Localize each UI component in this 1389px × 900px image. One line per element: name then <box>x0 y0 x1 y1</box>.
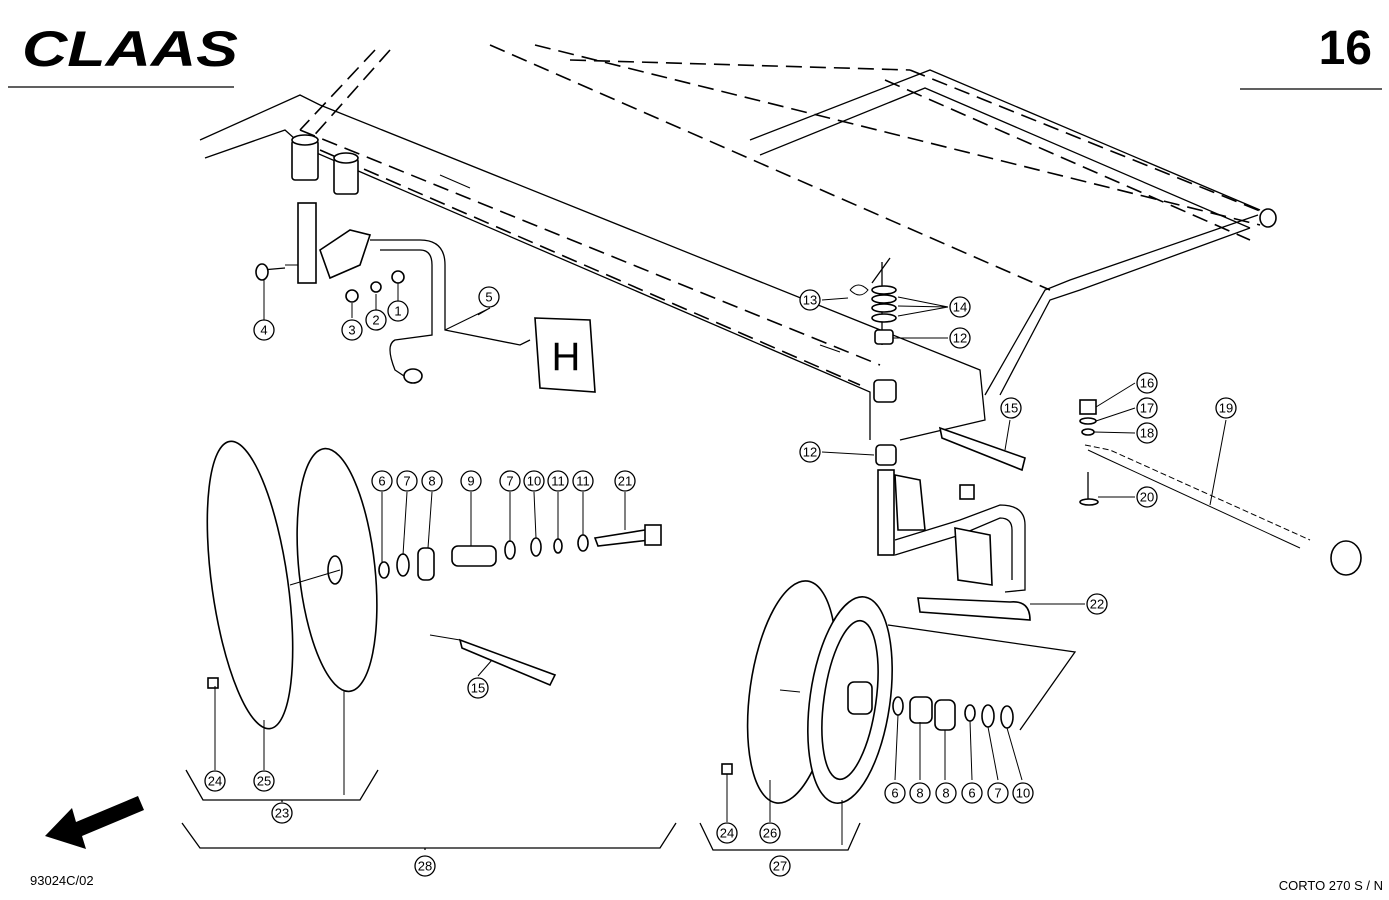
callout-23: 23 <box>271 802 293 824</box>
brand-logo: CLAAS <box>22 21 238 77</box>
svg-text:18: 18 <box>1140 426 1154 441</box>
frame-outline <box>299 44 1271 386</box>
page-number: 16 <box>1319 22 1372 75</box>
svg-text:8: 8 <box>428 474 435 489</box>
svg-text:8: 8 <box>942 786 949 801</box>
callout-19: 19 <box>1215 397 1237 419</box>
svg-text:23: 23 <box>275 806 289 821</box>
callout-13: 13 <box>799 289 821 311</box>
callout-8b-right: 8 <box>935 782 957 804</box>
callout-24-right: 24 <box>716 822 738 844</box>
pedal-assembly: H <box>255 134 596 393</box>
callout-12-top: 12 <box>949 327 971 349</box>
callout-4: 4 <box>253 319 275 341</box>
callout-18: 18 <box>1136 422 1158 444</box>
callout-1: 1 <box>387 300 409 322</box>
svg-text:20: 20 <box>1140 490 1154 505</box>
svg-text:2: 2 <box>372 313 379 328</box>
svg-text:15: 15 <box>471 681 485 696</box>
callout-20: 20 <box>1136 486 1158 508</box>
svg-text:27: 27 <box>773 859 787 874</box>
svg-text:22: 22 <box>1090 597 1104 612</box>
svg-text:8: 8 <box>916 786 923 801</box>
callout-2: 2 <box>365 309 387 331</box>
svg-text:7: 7 <box>994 786 1001 801</box>
callout-25: 25 <box>253 770 275 792</box>
callout-10-left: 10 <box>523 470 545 492</box>
svg-text:12: 12 <box>803 445 817 460</box>
callout-14: 14 <box>949 296 971 318</box>
right-disc-assembly <box>721 580 1014 804</box>
svg-text:15: 15 <box>1004 401 1018 416</box>
callout-8-left: 8 <box>421 470 443 492</box>
svg-text:5: 5 <box>485 290 492 305</box>
svg-text:6: 6 <box>968 786 975 801</box>
svg-text:11: 11 <box>551 474 565 489</box>
svg-text:24: 24 <box>208 774 222 789</box>
chain-assembly <box>1079 399 1362 576</box>
callout-12-bottom: 12 <box>799 441 821 463</box>
right-linkage <box>849 257 1031 621</box>
svg-text:7: 7 <box>403 474 410 489</box>
callout-17: 17 <box>1136 397 1158 419</box>
svg-text:28: 28 <box>418 859 432 874</box>
svg-text:14: 14 <box>953 300 967 315</box>
svg-text:24: 24 <box>720 826 734 841</box>
svg-text:4: 4 <box>260 323 267 338</box>
svg-text:16: 16 <box>1140 376 1154 391</box>
callout-7-right: 7 <box>987 782 1009 804</box>
callout-16: 16 <box>1136 372 1158 394</box>
callout-11a: 11 <box>547 470 569 492</box>
callout-3: 3 <box>341 319 363 341</box>
svg-text:10: 10 <box>527 474 541 489</box>
svg-text:19: 19 <box>1219 401 1233 416</box>
callout-27: 27 <box>769 855 791 877</box>
callout-9: 9 <box>460 470 482 492</box>
svg-text:12: 12 <box>953 331 967 346</box>
callout-7b-left: 7 <box>499 470 521 492</box>
grouping-brackets <box>181 624 1077 851</box>
model-name: CORTO 270 S / N <box>1279 878 1383 893</box>
callout-6b-right: 6 <box>961 782 983 804</box>
callout-10-right: 10 <box>1012 782 1034 804</box>
left-disc-assembly <box>206 440 662 730</box>
callout-5: 5 <box>478 286 500 308</box>
callout-15-left: 15 <box>467 677 489 699</box>
drawing-id: 93024C/02 <box>30 873 94 888</box>
callout-8a-right: 8 <box>909 782 931 804</box>
svg-text:1: 1 <box>394 304 401 319</box>
pedal-plate-letter: H <box>552 335 581 379</box>
svg-text:10: 10 <box>1016 786 1030 801</box>
callout-15-right: 15 <box>1000 397 1022 419</box>
svg-text:6: 6 <box>378 474 385 489</box>
callout-6a-right: 6 <box>884 782 906 804</box>
svg-text:25: 25 <box>257 774 271 789</box>
callout-22: 22 <box>1086 593 1108 615</box>
callout-26: 26 <box>759 822 781 844</box>
svg-text:21: 21 <box>618 474 632 489</box>
leader-lines <box>214 280 1227 845</box>
callout-21: 21 <box>614 470 636 492</box>
svg-text:7: 7 <box>506 474 513 489</box>
callout-28: 28 <box>414 855 436 877</box>
callout-24-left: 24 <box>204 770 226 792</box>
frame-tubes <box>199 69 1277 441</box>
svg-text:26: 26 <box>763 826 777 841</box>
svg-text:11: 11 <box>576 474 590 489</box>
svg-text:13: 13 <box>803 293 817 308</box>
callout-6-left: 6 <box>371 470 393 492</box>
svg-text:6: 6 <box>891 786 898 801</box>
callout-7-left: 7 <box>396 470 418 492</box>
callout-11b: 11 <box>572 470 594 492</box>
direction-arrow-icon <box>45 796 144 849</box>
svg-text:17: 17 <box>1140 401 1154 416</box>
svg-text:9: 9 <box>467 474 474 489</box>
svg-text:3: 3 <box>348 323 355 338</box>
